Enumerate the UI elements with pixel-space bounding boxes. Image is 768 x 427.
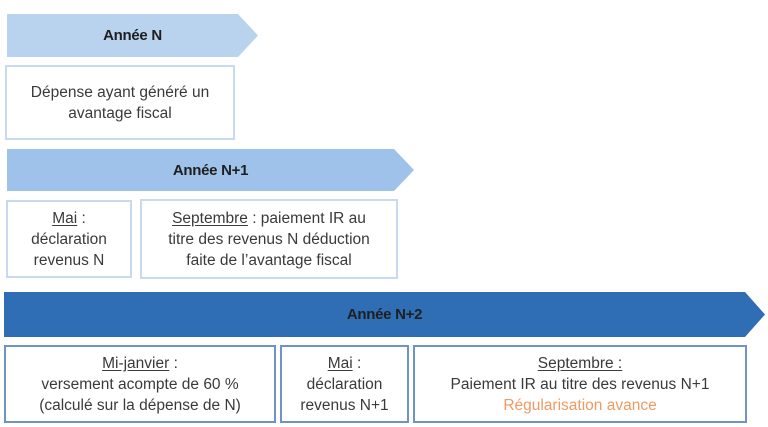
box-heading-suffix: : — [77, 209, 86, 227]
may-declaration-n1-box: Mai : déclaration revenus N+1 — [280, 345, 409, 423]
box-heading-suffix: : paiement IR au — [247, 209, 366, 227]
september-payment-box: Septembre : paiement IR au titre des rev… — [140, 199, 398, 279]
box-heading: Mi-janvier — [102, 354, 170, 372]
year-label: Année N — [103, 27, 162, 44]
box-heading-suffix: : — [169, 354, 178, 372]
year-n2-arrow: Année N+2 — [4, 292, 765, 337]
box-heading-line: Mi-janvier : — [102, 353, 178, 374]
box-heading-line: Mai : — [328, 353, 362, 374]
september-regularisation-box: Septembre : Paiement IR au titre des rev… — [413, 345, 747, 423]
box-line: déclaration — [306, 375, 383, 393]
box-line: (calculé sur la dépense de N) — [39, 396, 241, 414]
box-heading-line: Mai : — [52, 208, 86, 229]
year-n1-arrow: Année N+1 — [7, 149, 414, 191]
regularisation-note: Régularisation avance — [503, 396, 657, 414]
box-line: déclaration — [31, 230, 107, 248]
arrow-shape — [7, 149, 414, 191]
box-line: revenus N+1 — [300, 396, 389, 414]
box-heading: Septembre : — [537, 354, 623, 372]
box-heading-line: Septembre : — [538, 353, 622, 374]
box-line: Paiement IR au titre des revenus N+1 — [450, 375, 710, 393]
box-heading: Septembre — [172, 209, 248, 227]
box-heading-suffix: : — [352, 354, 362, 372]
mid-january-box: Mi-janvier : versement acompte de 60 % (… — [4, 345, 276, 423]
box-line: versement acompte de 60 % — [41, 375, 239, 393]
box-line: Dépense ayant généré un — [30, 83, 210, 101]
box-line: titre des revenus N déduction — [168, 230, 370, 248]
expense-box: Dépense ayant généré un avantage fiscal — [5, 65, 235, 140]
box-line: avantage fiscal — [68, 104, 172, 122]
year-label: Année N+1 — [172, 161, 249, 179]
may-declaration-box: Mai : déclaration revenus N — [6, 200, 132, 278]
arrow-shape — [7, 14, 258, 57]
box-heading-line: Septembre : paiement IR au — [172, 208, 366, 229]
box-heading: Mai — [52, 209, 78, 227]
year-label: Année N+2 — [346, 306, 423, 323]
box-line: faite de l’avantage fiscal — [186, 251, 352, 269]
box-line: revenus N — [33, 251, 105, 269]
year-n-arrow: Année N — [7, 14, 258, 57]
box-heading: Mai — [327, 354, 353, 372]
arrow-shape — [4, 292, 765, 337]
